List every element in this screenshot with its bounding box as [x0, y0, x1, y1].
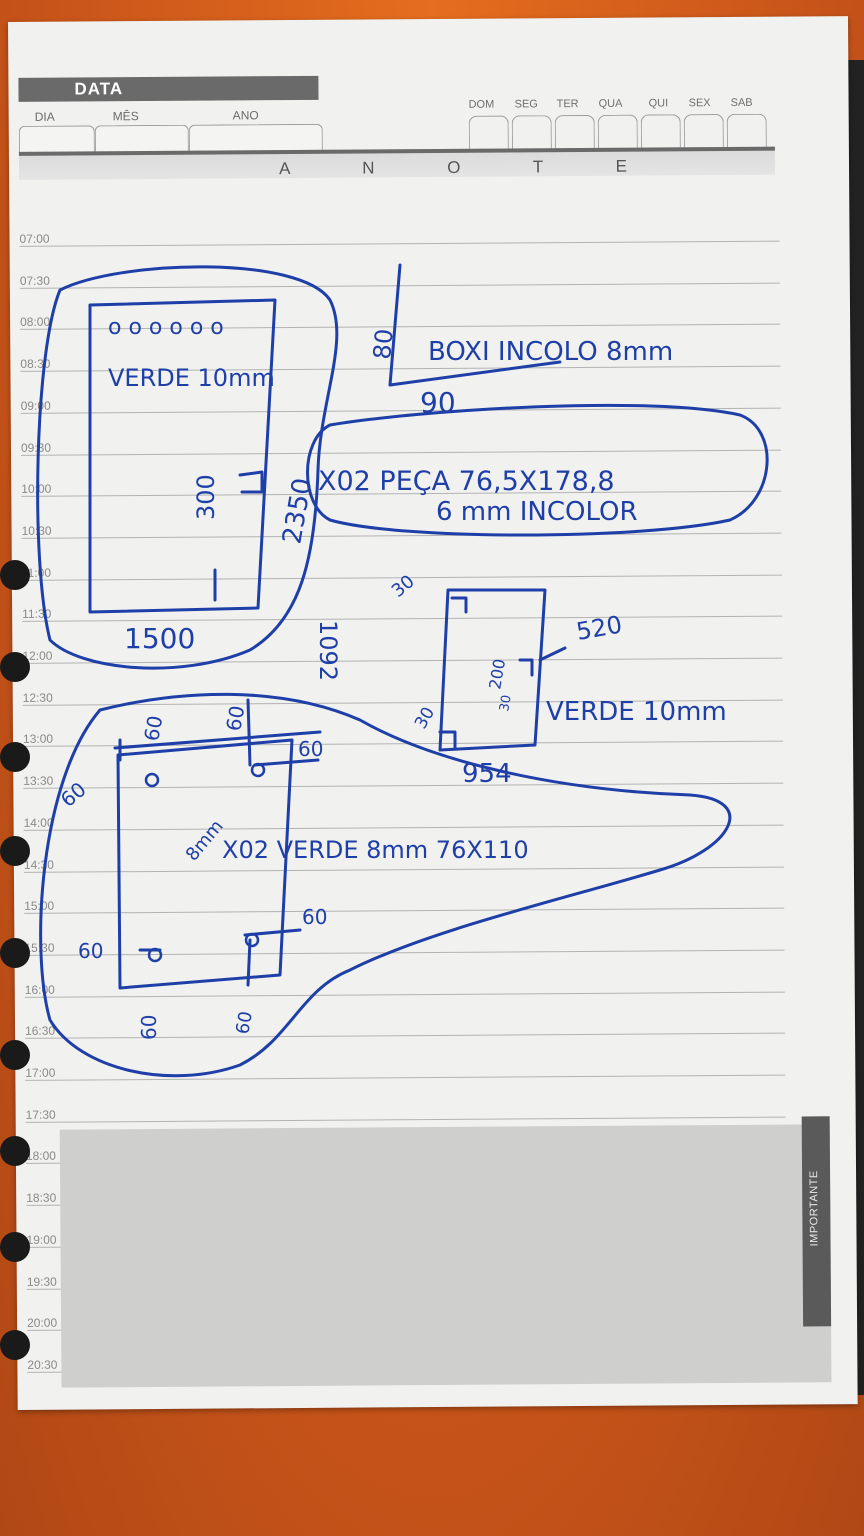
glass-2-mid2: 30 [497, 694, 515, 713]
glass-2-spec: VERDE 10mm [546, 697, 727, 727]
glass-1-mid: 300 [192, 474, 220, 520]
glass-1-rect [88, 298, 277, 614]
glass-2-height: 1092 [314, 620, 342, 681]
glass-3-note: 8mm [182, 816, 228, 865]
glass-3-spec: X02 VERDE 8mm 76X110 [222, 836, 529, 864]
binder-hole [0, 742, 30, 772]
glass-1-width: 1500 [124, 622, 195, 655]
outline-blob-1 [36, 265, 339, 670]
glass-3-dim: 60 [56, 777, 91, 812]
binder-hole [0, 1330, 30, 1360]
glass-3-dim: 60 [78, 939, 103, 963]
binder-hole [0, 652, 30, 682]
glass-2-side: 520 [574, 610, 624, 646]
piece-line1: X02 PEÇA 76,5X178,8 [318, 466, 615, 497]
glass-2-corner: 30 [388, 571, 419, 602]
glass-3-rect [116, 738, 294, 990]
glass-3-dim: 60 [137, 1015, 161, 1040]
binder-hole [0, 1040, 30, 1070]
glass-2-width: 954 [462, 759, 512, 789]
glass-3-dim: 60 [298, 737, 323, 761]
binder-hole [0, 1136, 30, 1166]
binder-hole [0, 560, 30, 590]
binder-hole [0, 1232, 30, 1262]
box-label: BOXI INCOLO 8mm [428, 337, 673, 367]
binder-hole [0, 938, 30, 968]
outline-blob-3 [39, 692, 732, 1078]
glass-2-rect [438, 588, 547, 752]
binder-hole [0, 836, 30, 866]
glass-1-spec: VERDE 10mm [108, 364, 275, 392]
glass-2-low: 30 [411, 704, 439, 733]
glass-3-dim: 60 [302, 905, 327, 929]
box-width: 90 [420, 386, 456, 419]
piece-line2: 6 mm INCOLOR [436, 497, 638, 527]
glass-2-mid: 200 [485, 657, 509, 690]
glass-3-dim: 60 [221, 704, 249, 733]
outline-blob-2 [306, 403, 769, 537]
box-bracket [388, 263, 562, 387]
glass-3-dim: 60 [232, 1010, 257, 1036]
box-height: 80 [368, 328, 399, 361]
glass-3-dim: 60 [139, 714, 167, 743]
glass-1-holes: o o o o o o [108, 315, 224, 340]
